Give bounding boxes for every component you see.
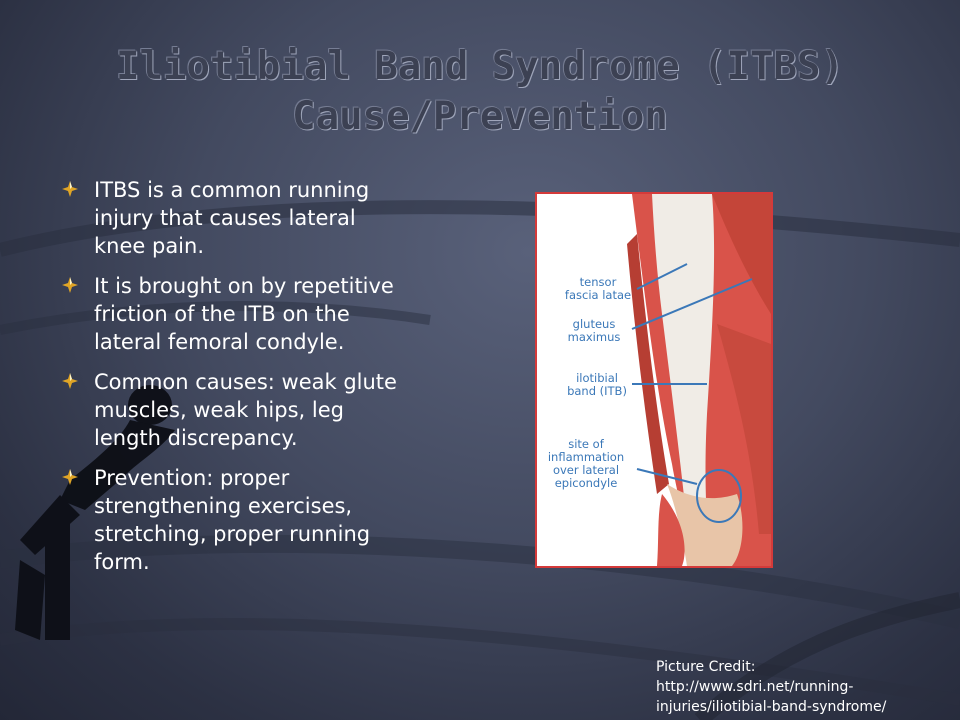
bullet-text: It is brought on by repetitive friction … <box>94 274 394 354</box>
picture-credit: Picture Credit: http://www.sdri.net/runn… <box>656 657 956 717</box>
credit-label: Picture Credit: <box>656 659 756 675</box>
bullet-item: Common causes: weak glute muscles, weak … <box>62 368 402 452</box>
bullet-text: ITBS is a common running injury that cau… <box>94 178 370 258</box>
credit-url-line-1: http://www.sdri.net/running- <box>656 679 854 695</box>
credit-url-line-2: injuries/iliotibial-band-syndrome/ <box>656 699 887 715</box>
bullet-text: Prevention: proper strengthening exercis… <box>94 466 371 574</box>
slide-title: Iliotibial Band Syndrome (ITBS) Cause/Pr… <box>40 42 920 142</box>
bullet-item: It is brought on by repetitive friction … <box>62 272 402 356</box>
inflammation-circle <box>696 469 742 523</box>
bullet-list: ITBS is a common running injury that cau… <box>62 176 402 588</box>
title-line-1: Iliotibial Band Syndrome (ITBS) <box>116 44 844 89</box>
diamond-bullet-icon <box>62 373 78 389</box>
bullet-text: Common causes: weak glute muscles, weak … <box>94 370 397 450</box>
bullet-item: ITBS is a common running injury that cau… <box>62 176 402 260</box>
title-line-2: Cause/Prevention <box>292 94 668 139</box>
diamond-bullet-icon <box>62 469 78 485</box>
diamond-bullet-icon <box>62 181 78 197</box>
bullet-item: Prevention: proper strengthening exercis… <box>62 464 402 576</box>
diamond-bullet-icon <box>62 277 78 293</box>
leg-muscle-illustration <box>537 194 771 566</box>
